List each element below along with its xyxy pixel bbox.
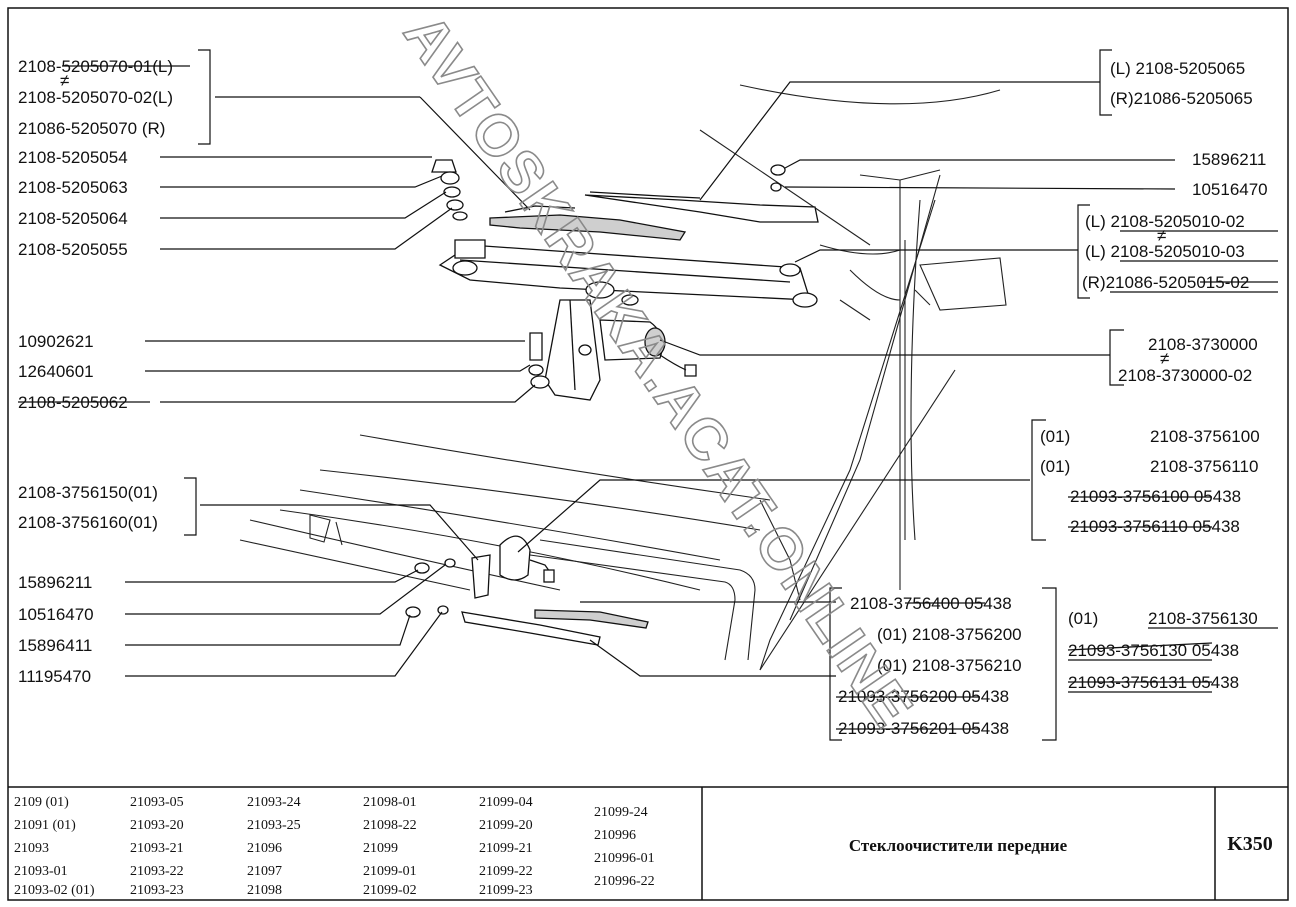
left-labels: 2108-5205070-01(L) ≠ 2108-5205070-02(L) …	[18, 57, 190, 686]
model-0-1: 21091 (01)	[14, 818, 76, 833]
label-right-7: 2108-3730000	[1148, 335, 1258, 354]
diagram-code: K350	[1227, 833, 1273, 855]
label-brackets	[184, 49, 1124, 741]
leader-lines	[125, 81, 1176, 677]
label-right-1: (R)21086-5205065	[1110, 89, 1253, 108]
not-equal-right-1: ≠	[1160, 349, 1169, 368]
model-1-2: 21093-21	[130, 841, 184, 856]
model-1-0: 21093-05	[130, 795, 184, 810]
model-list: 2109 (01) 21091 (01) 21093 21093-01 2109…	[14, 795, 655, 898]
label-left-1: 2108-5205070-02(L)	[18, 88, 173, 107]
model-4-4: 21099-23	[479, 883, 533, 898]
model-1-3: 21093-22	[130, 864, 184, 879]
model-5-1: 210996	[594, 828, 636, 843]
label-right-3: 10516470	[1192, 180, 1268, 199]
label-left-13: 10516470	[18, 605, 94, 624]
label-right-20: (01)	[1068, 609, 1098, 628]
model-3-1: 21098-22	[363, 818, 417, 833]
car-body-outline	[239, 84, 1007, 671]
label-right-8: 2108-3730000-02	[1118, 366, 1252, 385]
label-left-15: 11195470	[18, 667, 91, 686]
model-2-3: 21097	[247, 864, 282, 879]
label-right-4: (L) 2108-5205010-02	[1085, 212, 1245, 231]
label-left-14: 15896411	[18, 636, 92, 655]
strike-right-22	[1067, 642, 1213, 651]
model-2-0: 21093-24	[247, 795, 301, 810]
label-left-11: 2108-3756160(01)	[18, 513, 158, 532]
model-3-0: 21098-01	[363, 795, 417, 810]
label-right-16: (01) 2108-3756200	[877, 625, 1022, 644]
diagram-title: Стеклоочистители передние	[849, 836, 1068, 855]
label-right-5: (L) 2108-5205010-03	[1085, 242, 1245, 261]
model-2-4: 21098	[247, 883, 282, 898]
model-2-2: 21096	[247, 841, 282, 856]
model-0-2: 21093	[14, 841, 49, 856]
model-0-4: 21093-02 (01)	[14, 883, 95, 898]
label-left-8: 12640601	[18, 362, 94, 381]
model-0-3: 21093-01	[14, 864, 68, 879]
wiper-motor	[599, 319, 697, 377]
model-5-3: 210996-22	[594, 874, 655, 889]
label-right-21: 2108-3756130	[1148, 609, 1258, 628]
model-4-0: 21099-04	[479, 795, 533, 810]
model-4-3: 21099-22	[479, 864, 533, 879]
label-left-2: 21086-5205070 (R)	[18, 119, 165, 138]
model-5-0: 21099-24	[594, 805, 648, 820]
not-equal-left-0: ≠	[60, 71, 69, 90]
label-right-2: 15896211	[1192, 150, 1266, 169]
label-right-22: 21093-3756130 05438	[1068, 641, 1239, 660]
washer-hose	[405, 554, 491, 618]
model-3-2: 21099	[363, 841, 398, 856]
label-right-11: (01)	[1040, 457, 1070, 476]
right-labels: (L) 2108-5205065 (R)21086-5205065 158962…	[836, 59, 1278, 738]
label-right-6: (R)21086-5205015-02	[1082, 273, 1249, 292]
label-right-10: 2108-3756100	[1150, 427, 1260, 446]
wiper-blade-lower	[461, 609, 649, 646]
label-left-6: 2108-5205055	[18, 240, 128, 259]
small-fasteners	[431, 159, 786, 389]
label-left-4: 2108-5205063	[18, 178, 128, 197]
motor-bracket	[544, 299, 601, 401]
model-0-0: 2109 (01)	[14, 795, 69, 810]
label-left-10: 2108-3756150(01)	[18, 483, 158, 502]
label-left-7: 10902621	[18, 332, 94, 351]
label-left-5: 2108-5205064	[18, 209, 128, 228]
model-3-4: 21099-02	[363, 883, 417, 898]
model-1-4: 21093-23	[130, 883, 184, 898]
washer-reservoir	[499, 535, 555, 583]
sheet-border	[7, 7, 1289, 901]
model-2-1: 21093-25	[247, 818, 301, 833]
model-3-3: 21099-01	[363, 864, 417, 879]
label-right-9: (01)	[1040, 427, 1070, 446]
label-left-12: 15896211	[18, 573, 92, 592]
not-equal-right-0: ≠	[1157, 226, 1166, 245]
wiper-linkage	[438, 239, 818, 308]
model-4-1: 21099-20	[479, 818, 533, 833]
model-1-1: 21093-20	[130, 818, 184, 833]
wiper-blade-upper	[489, 205, 687, 241]
wiper-arm-upper	[584, 191, 819, 223]
model-4-2: 21099-21	[479, 841, 533, 856]
model-5-2: 210996-01	[594, 851, 655, 866]
label-left-3: 2108-5205054	[18, 148, 128, 167]
label-right-0: (L) 2108-5205065	[1110, 59, 1245, 78]
label-right-17: (01) 2108-3756210	[877, 656, 1022, 675]
label-right-12: 2108-3756110	[1150, 457, 1258, 476]
